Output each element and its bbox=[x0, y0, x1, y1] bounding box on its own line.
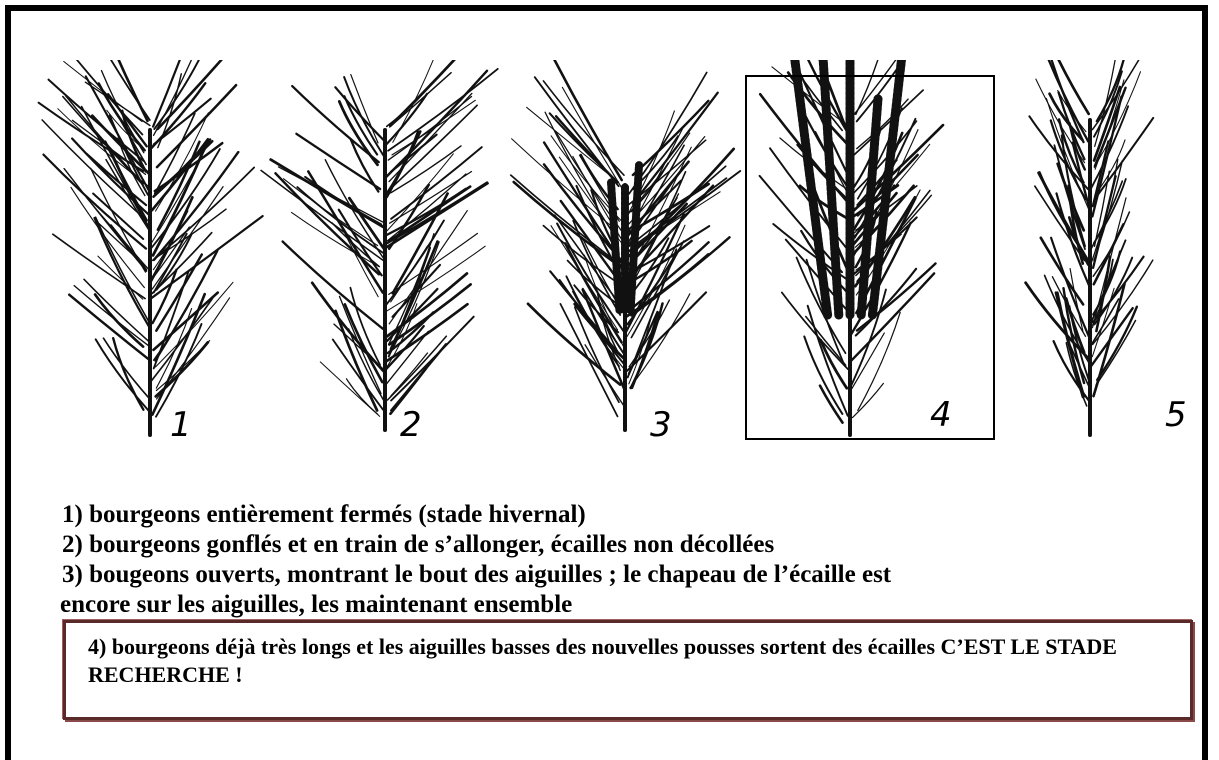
stage-3-number: 3 bbox=[650, 405, 672, 445]
legend-line-3a: 3) bougeons ouverts, montrant le bout de… bbox=[62, 560, 1172, 590]
pine-shoot-5 bbox=[30, 60, 1210, 460]
stages-legend: 1) bourgeons entièrement fermés (stade h… bbox=[62, 500, 1172, 620]
legend-line-2: 2) bourgeons gonflés et en train de s’al… bbox=[62, 530, 1172, 560]
legend-line-3b: encore sur les aiguilles, les maintenant… bbox=[60, 590, 1172, 620]
legend-line-1: 1) bourgeons entièrement fermés (stade h… bbox=[62, 500, 1172, 530]
target-stage-text: 4) bourgeons déjà très longs et les aigu… bbox=[88, 633, 1170, 689]
stage-5-number: 5 bbox=[1165, 395, 1187, 435]
stage-4-frame bbox=[745, 75, 995, 440]
stage-2-number: 2 bbox=[400, 405, 422, 445]
pine-bud-stages-illustration bbox=[30, 60, 1210, 460]
target-stage-callout: 4) bourgeons déjà très longs et les aigu… bbox=[63, 620, 1193, 720]
stage-4-number: 4 bbox=[930, 395, 952, 435]
stage-1-number: 1 bbox=[170, 405, 192, 445]
